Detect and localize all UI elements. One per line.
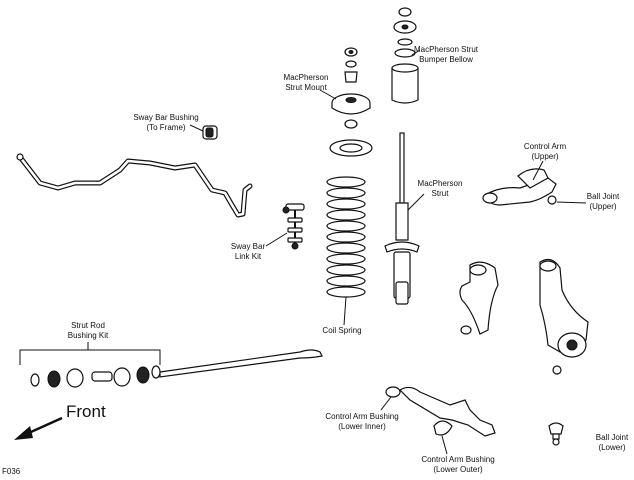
sway-bar-bushing-leader [189,124,204,132]
strut-mount-leader [319,89,337,100]
sway-bar-bushing-label-line2: (To Frame) [146,123,185,132]
bumper-bellow-stack [391,7,419,104]
sway-bar-bushing-label-line1: Sway Bar Bushing [133,113,198,122]
ball-joint-lower-label-line1: Ball Joint [596,433,629,442]
strut-mount-label-line1: MacPherson [284,73,329,82]
coil-spring [326,176,366,298]
ca-bushing-inner-label-line2: (Lower Inner) [338,422,386,431]
ca-bushing-inner-label-line1: Control Arm Bushing [325,412,398,421]
strut-mount-label-line2: Strut Mount [285,83,327,92]
macpherson-strut [384,132,420,305]
control-arm-upper-label-line1: Control Arm [524,142,567,151]
ca-bushing-outer-label-line2: (Lower Outer) [433,465,483,474]
ball-joint-upper-label-line1: Ball Joint [587,192,620,201]
sway-bar-link-label-line2: Link Kit [235,252,262,261]
sway-bar-link-label-line1: Sway Bar [231,242,266,251]
knuckle-right [539,258,589,375]
macpherson-strut-label-line2: Strut [432,189,450,198]
strut-mount-stack [329,47,373,157]
ball-joint-lower-label-line2: (Lower) [598,443,625,452]
ball-joint-upper-leader [556,201,587,204]
ca-bushing-outer-leader [441,435,448,455]
sway-bar-link [282,203,305,250]
strut-rod-label-line2: Bushing Kit [68,331,109,340]
front-label: Front [66,402,106,421]
sway-bar-bushing [202,125,218,140]
figure-code: F036 [2,467,21,476]
ball-joint-upper-label-line2: (Upper) [589,202,616,211]
strut-rod-label-line1: Strut Rod [71,321,105,330]
ball-joint-lower [548,422,564,446]
lower-control-arm [385,386,496,437]
ca-bushing-inner-leader [380,396,392,411]
control-arm-upper-leader [532,160,544,181]
knuckle-left [459,261,499,335]
coil-spring-label: Coil Spring [322,326,361,335]
macpherson-strut-leader [407,193,425,211]
bumper-bellow-label-line2: Bumper Bellow [419,55,473,64]
strut-rod-bushing-kit [19,342,161,388]
macpherson-strut-label-line1: MacPherson [418,179,463,188]
front-arrow-icon [14,416,63,440]
strut-rod [159,349,323,378]
sway-bar-link-leader [265,232,288,247]
control-arm-upper-label-line2: (Upper) [531,152,558,161]
bumper-bellow-label-line1: MacPherson Strut [414,45,479,54]
coil-spring-leader [343,296,347,326]
upper-control-arm [482,168,557,206]
bumper-bellow-leader [411,49,421,56]
sway-bar [16,153,253,218]
ca-bushing-outer-label-line1: Control Arm Bushing [421,455,494,464]
